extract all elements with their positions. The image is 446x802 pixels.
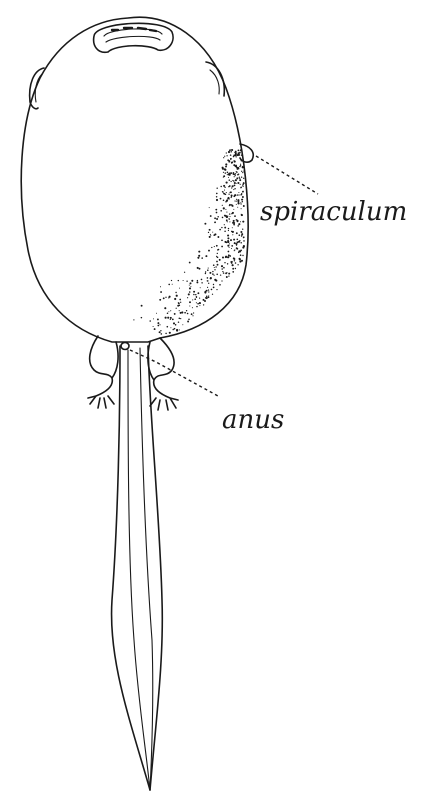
spiraculum-label: spiraculum [260,197,407,227]
right-eye-inner [210,70,219,94]
body-shading [133,149,245,335]
mouth [94,23,173,52]
right-hind-leg [148,338,178,410]
tail [112,346,163,790]
anus-label: anus [222,405,284,435]
left-eye-inner [35,74,42,102]
spiraculum-leader [256,156,318,194]
anus-vent [121,343,129,350]
anus-leader [130,350,218,396]
left-hind-leg [88,336,118,408]
